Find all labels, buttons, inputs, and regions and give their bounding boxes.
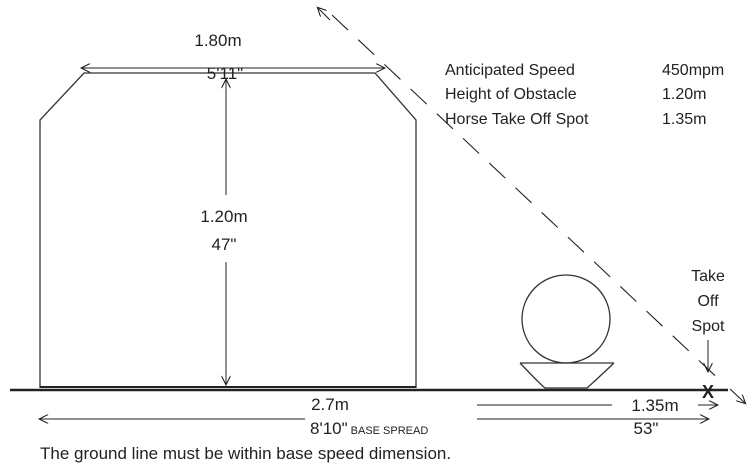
spec-label-takeoff: Horse Take Off Spot <box>445 111 589 128</box>
spec-value-height: 1.20m <box>662 86 706 103</box>
top-width-imperial: 5'11" <box>207 64 243 83</box>
obstacle-outline <box>39 72 417 388</box>
base-spread-label-bg <box>305 392 477 432</box>
takeoff-distance-imperial: 53" <box>634 419 659 438</box>
trajectory-line <box>331 14 726 386</box>
spec-value-takeoff: 1.35m <box>662 111 706 128</box>
ground-pole <box>521 274 611 364</box>
takeoff-marker: X <box>702 382 714 402</box>
height-imperial: 47" <box>212 235 237 254</box>
spec-label-height: Height of Obstacle <box>445 86 577 103</box>
takeoff-distance-metric: 1.35m <box>631 396 678 415</box>
trajectory-arrow-bottom <box>729 388 745 403</box>
takeoff-label-line1: Take <box>691 268 725 285</box>
ground-line-note: The ground line must be within base spee… <box>40 444 451 463</box>
top-width-metric: 1.80m <box>194 31 241 50</box>
pole-stand-base <box>519 362 615 389</box>
spec-label-speed: Anticipated Speed <box>445 62 575 79</box>
takeoff-label-line2: Off <box>697 293 719 310</box>
base-spread-metric: 2.7m <box>311 395 349 414</box>
takeoff-label-line3: Spot <box>692 318 725 335</box>
base-spread-tag: BASE SPREAD <box>351 425 429 437</box>
height-metric: 1.20m <box>200 207 247 226</box>
trajectory-arrow-top <box>318 8 331 21</box>
base-spread-imperial: 8'10"BASE SPREAD <box>310 419 428 438</box>
base-spread-imperial-value: 8'10" <box>310 419 348 438</box>
spec-value-speed: 450mpm <box>662 62 724 79</box>
